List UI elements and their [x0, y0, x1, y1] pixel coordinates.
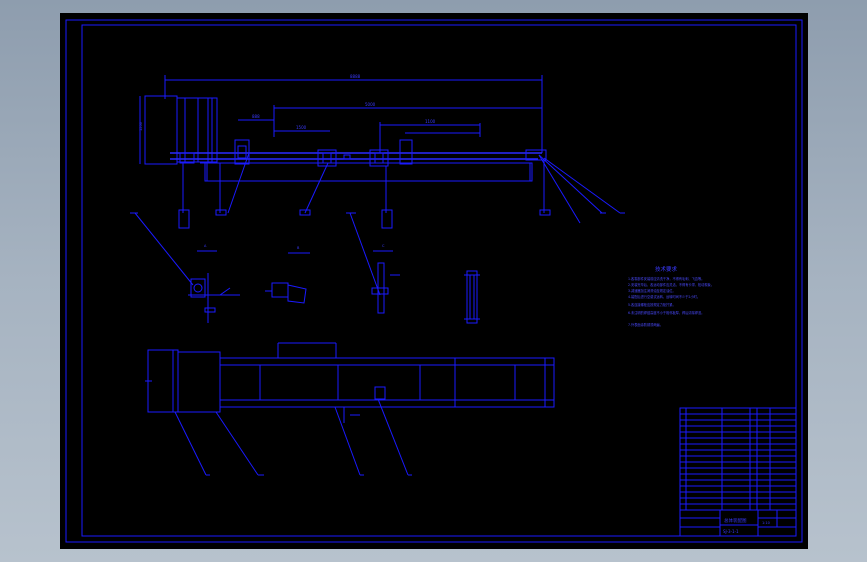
- tech-req-line-4: 4.装配后进行空载试运转，运转时间不少于2小时。: [628, 294, 700, 299]
- svg-text:C: C: [382, 244, 385, 248]
- title-scale: 1:10: [762, 521, 770, 525]
- dim-mid: 1500: [296, 125, 307, 130]
- tech-req-line-5: 5.各连接螺栓应按规定力矩拧紧。: [628, 302, 676, 307]
- tech-req-line-7: 7.外表面涂防锈漆两遍。: [628, 322, 663, 327]
- svg-text:B: B: [297, 246, 300, 250]
- title-drawing-name: 总体装配图: [724, 517, 747, 524]
- dim-span: 5000: [365, 102, 376, 107]
- title-drawing-number: SJ-3-1-1: [723, 529, 739, 534]
- elevation-view: 8888 5000 888 1500 1100 1200: [139, 74, 625, 229]
- inner-border: [81, 24, 797, 537]
- assembly-drawing: 8888 5000 888 1500 1100 1200: [65, 19, 803, 543]
- svg-text:A: A: [204, 244, 207, 248]
- dim-left: 888: [252, 114, 260, 119]
- dim-height: 1200: [139, 122, 143, 131]
- section-details: A B C: [130, 212, 480, 324]
- outer-border: [65, 19, 803, 543]
- tech-req-line-3: 3.减速器加注润滑油至规定油位。: [628, 288, 676, 293]
- tech-req-line-6: 6.未注明的焊缝高度不小于相邻板厚，焊后清除焊渣。: [628, 310, 704, 315]
- dim-right: 1100: [425, 119, 436, 124]
- dim-overall: 8888: [350, 74, 361, 79]
- tech-req-line-1: 1.各零部件安装前应清洗干净，不得有毛刺、飞边等。: [628, 276, 704, 281]
- cad-drawing-viewport[interactable]: 8888 5000 888 1500 1100 1200: [60, 13, 808, 549]
- tech-req-line-2: 2.安装完毕后，各运动部件应灵活，不得有卡滞、松动现象。: [628, 282, 714, 287]
- plan-view: [145, 342, 555, 476]
- technical-requirements: 技术要求 1.各零部件安装前应清洗干净，不得有毛刺、飞边等。 2.安装完毕后，各…: [628, 265, 714, 327]
- title-block: 总体装配图 SJ-3-1-1 1:10: [679, 407, 797, 537]
- tech-req-heading: 技术要求: [655, 265, 678, 273]
